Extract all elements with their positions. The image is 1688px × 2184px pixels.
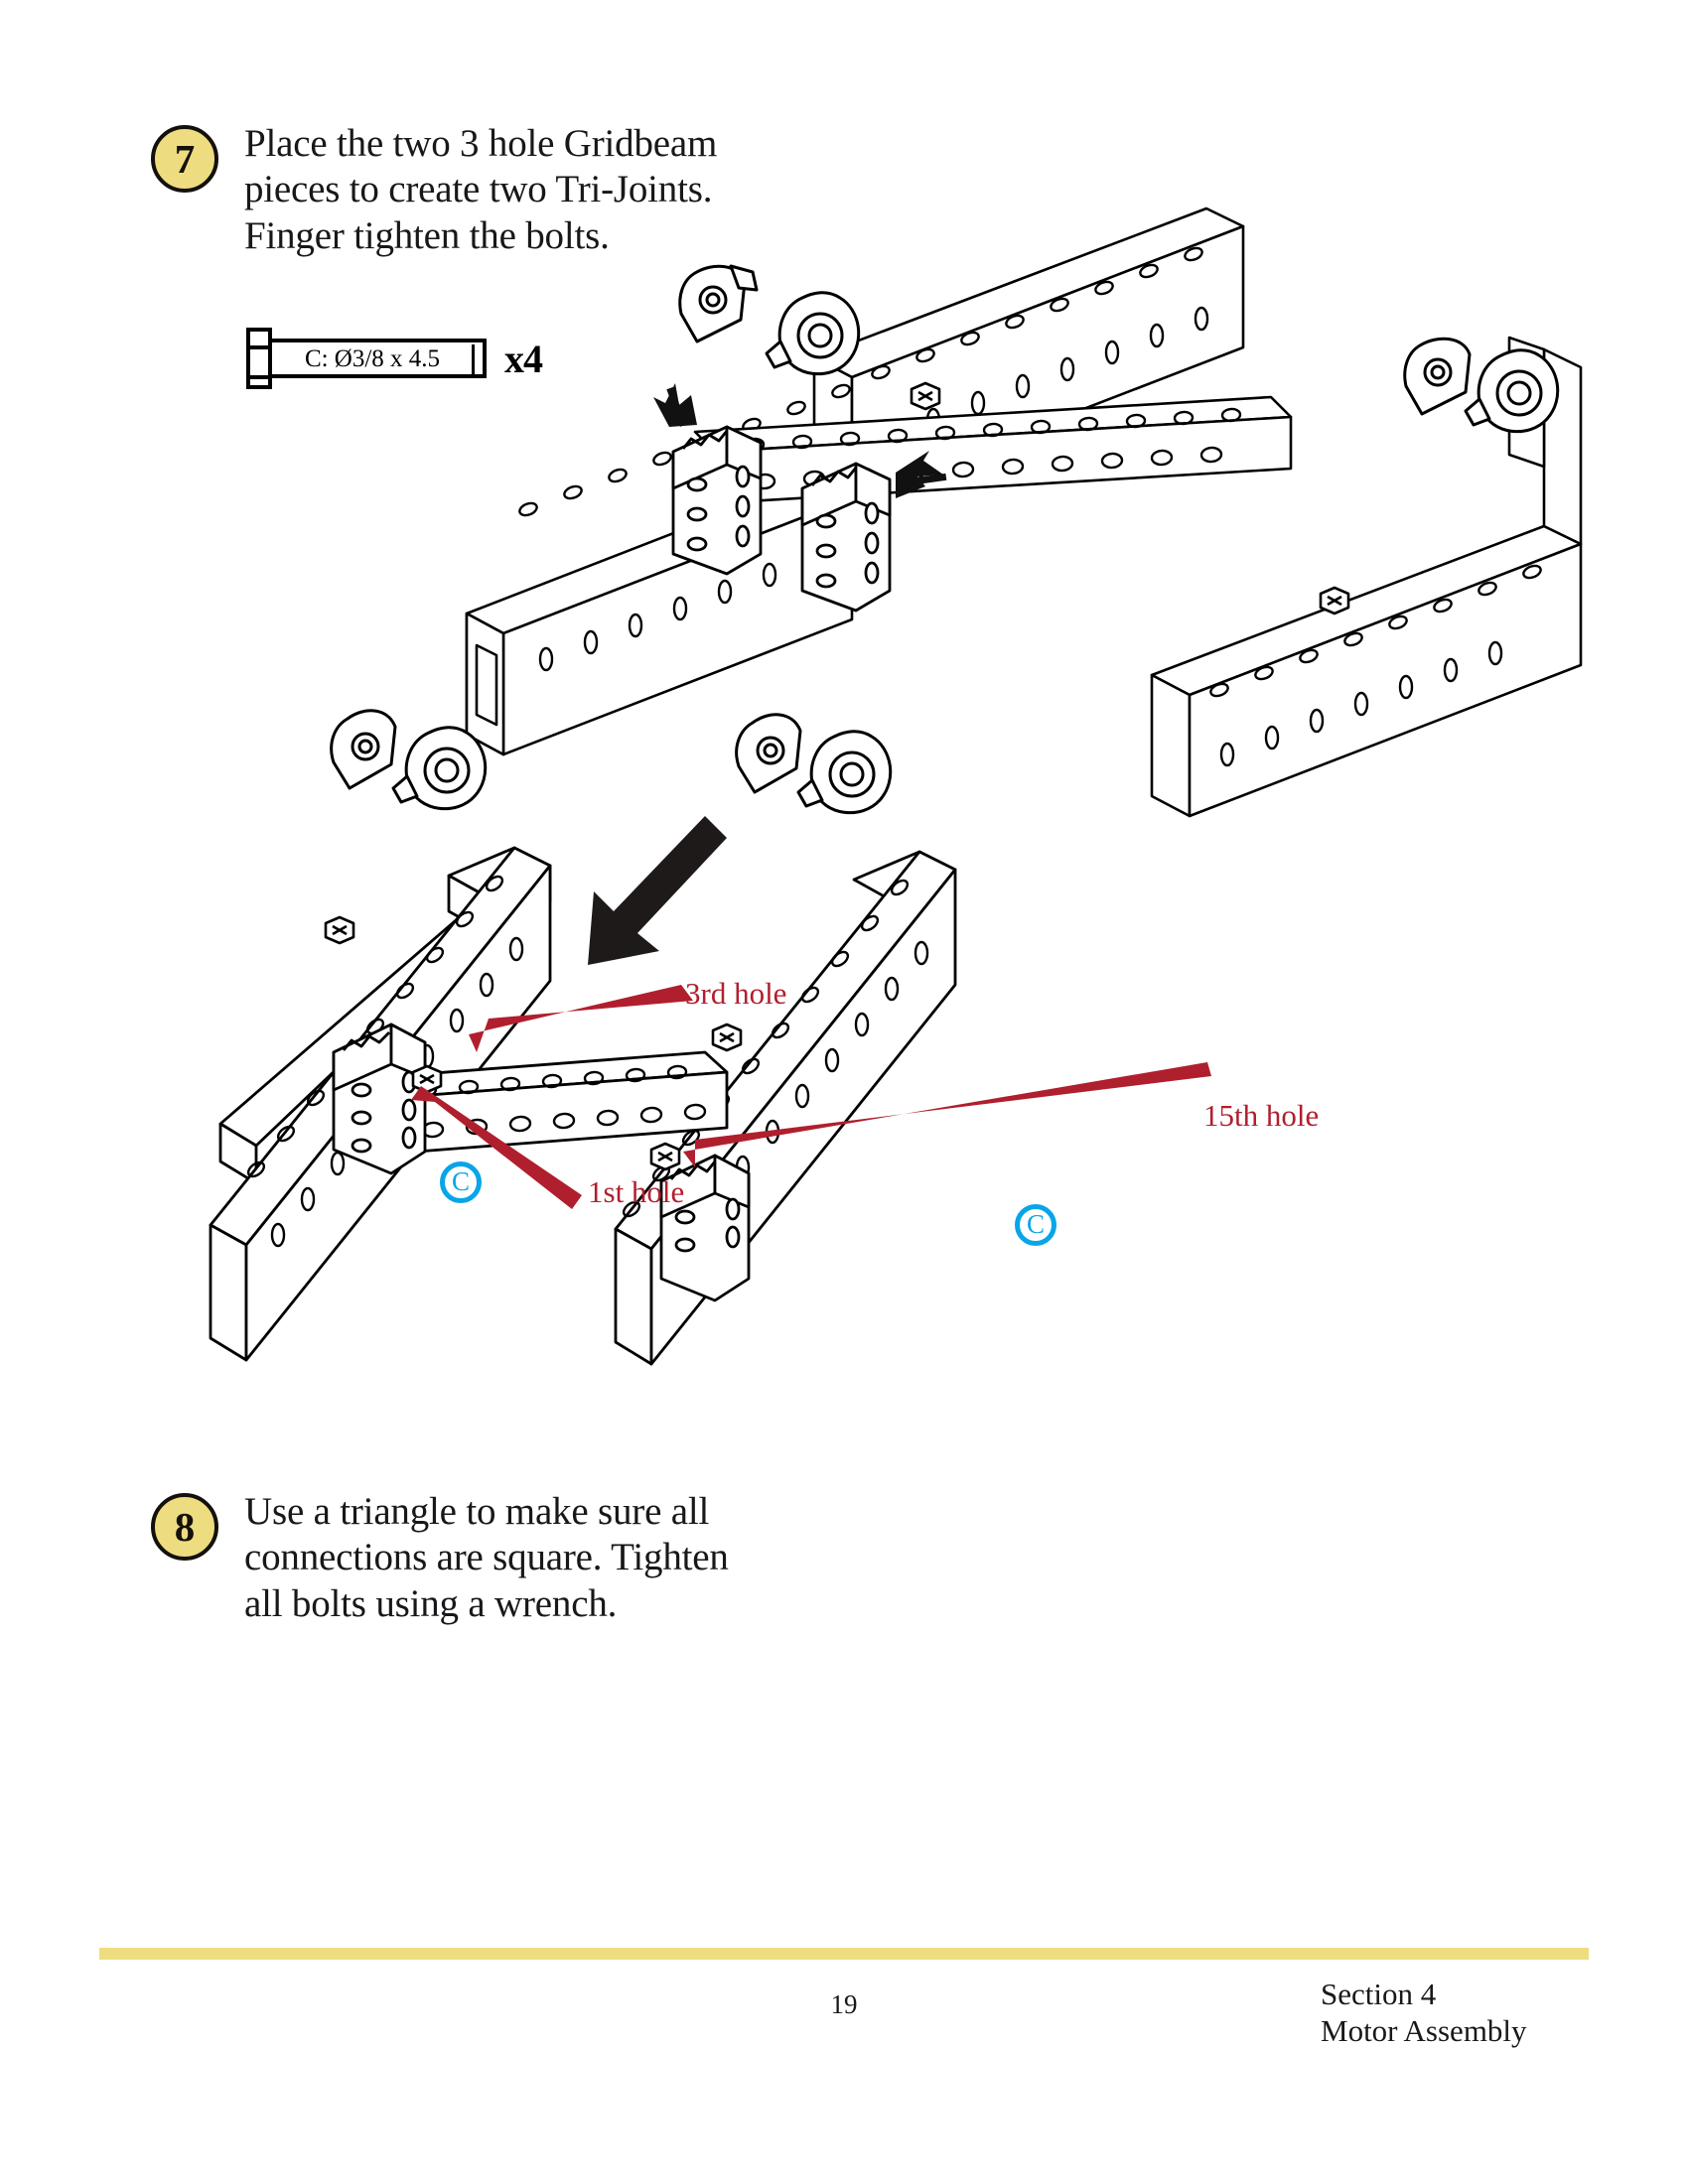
bolt-head-icon bbox=[246, 328, 272, 389]
gridbeam-cross-lower-holes bbox=[416, 1064, 707, 1139]
hex-nut-fifteenth-hole bbox=[649, 1142, 681, 1171]
page-number: 19 bbox=[830, 1989, 858, 2019]
gridbeam-upper-right-holes bbox=[1209, 564, 1542, 767]
tri-joint-piece-right bbox=[800, 462, 892, 613]
pillow-block-lower-right-b bbox=[796, 730, 893, 815]
pillow-block-lower-left-b bbox=[391, 726, 488, 811]
bolt-shank-icon: C: Ø3/8 x 4.5 bbox=[268, 339, 487, 378]
part-marker-c-left: C bbox=[440, 1161, 482, 1203]
step-8-number-badge: 8 bbox=[151, 1493, 218, 1561]
annotation-arrow-15th-hole bbox=[683, 1062, 1211, 1167]
bolt-quantity-label: x4 bbox=[504, 336, 543, 381]
footer-section-label: Section 4 Motor Assembly bbox=[1321, 1977, 1527, 2049]
pillow-block-lower-right-a bbox=[735, 713, 802, 794]
illustration-exploded-view bbox=[465, 206, 1628, 854]
pillow-block-d bbox=[1464, 348, 1560, 434]
part-marker-c-right: C bbox=[1015, 1204, 1056, 1246]
annotation-arrow-1st-hole bbox=[411, 1086, 582, 1209]
hex-nut-first-hole bbox=[411, 1064, 443, 1094]
pillow-block-a bbox=[678, 264, 759, 343]
annotation-label-1st-hole: 1st hole bbox=[588, 1174, 685, 1209]
tri-joint-piece-left bbox=[671, 425, 763, 576]
bolt-spec-label: C: Ø3/8 x 4.5 bbox=[304, 344, 441, 372]
hex-nut-upper-right bbox=[1319, 586, 1350, 615]
step-7-number-badge: 7 bbox=[151, 125, 218, 193]
placement-arrow-left bbox=[653, 383, 697, 427]
annotation-arrow-3rd-hole bbox=[469, 985, 693, 1052]
pillow-block-lower-left-a bbox=[330, 709, 397, 790]
assembly-transition-arrow bbox=[588, 816, 727, 965]
hex-nut-upper bbox=[910, 381, 941, 411]
illustration-assembled-view bbox=[209, 709, 1549, 1489]
gridbeam-cross-upper bbox=[693, 395, 1293, 505]
placement-arrow-right bbox=[896, 451, 947, 498]
annotation-label-3rd-hole: 3rd hole bbox=[685, 976, 787, 1011]
step-8-instruction-text: Use a triangle to make sure all connecti… bbox=[244, 1490, 729, 1625]
bolt-parts-callout: C: Ø3/8 x 4.5 x4 bbox=[246, 328, 543, 389]
footer-divider-rule bbox=[99, 1948, 1589, 1960]
step-7: 7 Place the two 3 hole Gridbeam pieces t… bbox=[151, 121, 717, 259]
pillow-block-b bbox=[765, 291, 861, 376]
annotation-label-15th-hole: 15th hole bbox=[1203, 1098, 1320, 1133]
gridbeam-upper-right bbox=[1150, 336, 1583, 818]
step-8: 8 Use a triangle to make sure all connec… bbox=[151, 1489, 729, 1627]
pillow-block-c bbox=[1403, 337, 1472, 416]
bolt-icon: C: Ø3/8 x 4.5 bbox=[246, 328, 487, 389]
step-7-instruction-text: Place the two 3 hole Gridbeam pieces to … bbox=[244, 122, 718, 257]
hex-nut-left-beam bbox=[324, 915, 355, 945]
hex-nut-right-beam bbox=[711, 1023, 743, 1052]
tri-joint-assembled-left bbox=[332, 1023, 427, 1175]
tri-joint-assembled-right bbox=[659, 1154, 751, 1302]
